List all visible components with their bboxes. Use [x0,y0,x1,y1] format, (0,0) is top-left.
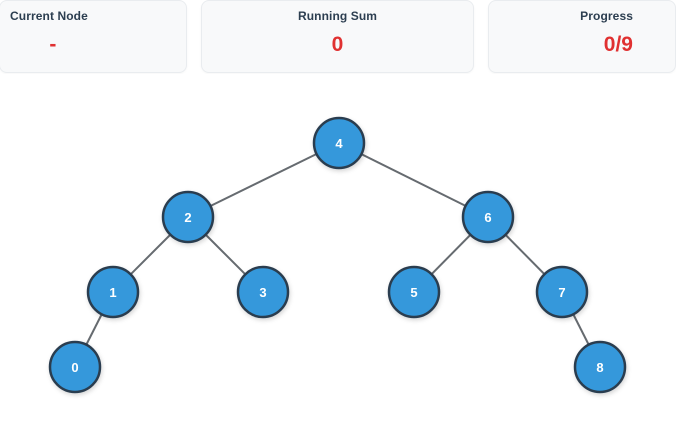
tree-edge-n4-n6 [338,142,489,218]
tree-node-label-2: 2 [184,210,191,225]
tree-node-1[interactable]: 1 [86,265,140,319]
tree-node-circle-8[interactable] [573,340,627,394]
tree-node-3[interactable]: 3 [236,265,290,319]
tree-node-circle-4[interactable] [312,116,366,170]
tree-node-label-4: 4 [335,136,343,151]
tree-node-label-7: 7 [558,285,565,300]
stats-row: Current Node - Running Sum 0 Progress 0/… [0,0,676,74]
tree-node-4[interactable]: 4 [312,116,366,170]
stat-card-current-node: Current Node - [0,0,187,73]
tree-node-6[interactable]: 6 [461,190,515,244]
tree-node-label-8: 8 [596,360,603,375]
tree-node-circle-5[interactable] [387,265,441,319]
stat-card-running-sum: Running Sum 0 [200,0,475,73]
tree-node-circle-0[interactable] [48,340,102,394]
tree-node-circle-3[interactable] [236,265,290,319]
tree-node-circle-1[interactable] [86,265,140,319]
tree-node-2[interactable]: 2 [161,190,215,244]
tree-node-7[interactable]: 7 [535,265,589,319]
stat-card-progress: Progress 0/9 [488,0,676,73]
stat-value-current-node: - [49,33,57,56]
tree-edge-n4-n2 [187,142,340,218]
stat-label-running-sum: Running Sum [297,9,378,23]
tree-node-circle-6[interactable] [461,190,515,244]
tree-node-circle-2[interactable] [161,190,215,244]
stat-value-running-sum: 0 [331,33,344,56]
tree-node-5[interactable]: 5 [387,265,441,319]
tree-node-0[interactable]: 0 [48,340,102,394]
tree-node-8[interactable]: 8 [573,340,627,394]
stat-label-progress: Progress [580,9,633,23]
tree-node-layer: 4 2 6 1 3 5 7 0 8 [48,116,627,394]
tree-node-label-5: 5 [410,285,417,300]
binary-tree-graph: 4 2 6 1 3 5 7 0 8 [48,116,627,394]
tree-node-circle-7[interactable] [535,265,589,319]
stat-label-current-node: Current Node [10,9,88,23]
tree-canvas: 4 2 6 1 3 5 7 0 8 [0,74,676,424]
tree-node-label-1: 1 [109,285,116,300]
tree-node-label-6: 6 [484,210,491,225]
tree-node-label-0: 0 [71,360,78,375]
tree-node-label-3: 3 [259,285,266,300]
stat-value-progress: 0/9 [603,33,633,56]
tree-edge-layer [74,142,601,368]
